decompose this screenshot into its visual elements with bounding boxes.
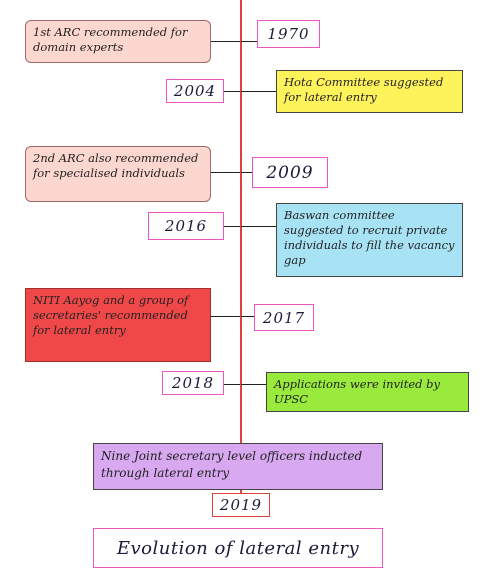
connector-1970 [211, 41, 240, 42]
connector-2016 [224, 226, 240, 227]
timeline-axis [240, 0, 242, 495]
year-label-2017: 2017 [254, 304, 314, 331]
event-box-2016: Baswan committee suggested to recruit pr… [276, 203, 463, 277]
year-label-2019: 2019 [212, 493, 270, 517]
connector-2018-box [241, 384, 266, 385]
connector-2017-year [241, 316, 254, 317]
year-label-2009: 2009 [252, 157, 328, 188]
connector-2009-year [241, 172, 252, 173]
year-label-1970: 1970 [257, 20, 320, 48]
event-box-2017: NITI Aayog and a group of secretaries' r… [25, 288, 211, 362]
connector-2016-box [241, 226, 276, 227]
connector-2004 [224, 91, 240, 92]
event-box-2009: 2nd ARC also recommended for specialised… [25, 146, 211, 202]
diagram-title: Evolution of lateral entry [93, 528, 383, 568]
event-box-2019: Nine Joint secretary level officers indu… [93, 443, 383, 490]
connector-2004-box [241, 91, 276, 92]
year-label-2018: 2018 [162, 371, 224, 395]
year-label-2016: 2016 [148, 212, 224, 240]
event-box-1970: 1st ARC recommended for domain experts [25, 20, 211, 63]
connector-1970-year [241, 41, 257, 42]
event-box-2004: Hota Committee suggested for lateral ent… [276, 70, 463, 113]
connector-2018 [224, 384, 240, 385]
event-box-2018: Applications were invited by UPSC [266, 372, 469, 412]
connector-2017 [211, 316, 240, 317]
connector-2009 [211, 172, 240, 173]
year-label-2004: 2004 [166, 79, 224, 103]
